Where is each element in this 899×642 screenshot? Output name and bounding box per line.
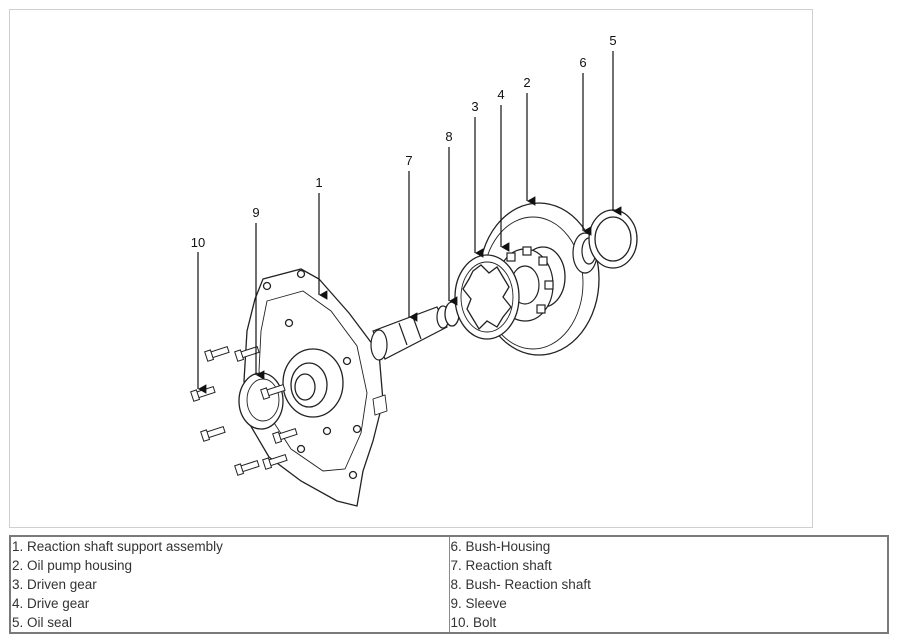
callout-7: 7 xyxy=(405,153,412,168)
callout-2: 2 xyxy=(523,75,530,90)
leader-lines xyxy=(197,51,622,394)
callout-5: 5 xyxy=(609,33,616,48)
legend-column-left: 1. Reaction shaft support assembly 2. Oi… xyxy=(9,535,450,634)
bolt xyxy=(190,385,216,402)
bolt xyxy=(204,345,230,362)
callout-3: 3 xyxy=(471,99,478,114)
callout-10: 10 xyxy=(191,235,205,250)
legend-item: 5. Oil seal xyxy=(12,615,73,630)
legend-item: 6. Bush-Housing xyxy=(450,539,551,554)
bolt xyxy=(234,345,260,362)
driven-gear xyxy=(454,254,520,340)
legend-row: 1. Reaction shaft support assembly 2. Oi… xyxy=(9,535,889,634)
legend-column-right: 6. Bush-Housing 7. Reaction shaft 8. Bus… xyxy=(448,535,889,634)
callout-6: 6 xyxy=(579,55,586,70)
bolts xyxy=(190,345,298,476)
parts-legend-table: 1. Reaction shaft support assembly 2. Oi… xyxy=(9,535,889,634)
bolt xyxy=(272,427,298,444)
bolt xyxy=(262,453,288,470)
legend-item: 4. Drive gear xyxy=(12,596,90,611)
callout-8: 8 xyxy=(445,129,452,144)
bolt xyxy=(260,383,286,400)
legend-item: 8. Bush- Reaction shaft xyxy=(450,577,591,592)
callout-1: 1 xyxy=(315,175,322,190)
oil-seal xyxy=(588,209,638,269)
sleeve xyxy=(238,372,284,430)
legend-item: 1. Reaction shaft support assembly xyxy=(12,539,223,554)
legend-item: 10. Bolt xyxy=(450,615,497,630)
oil-pump-exploded-diagram: 1 2 3 4 5 6 7 8 9 10 xyxy=(190,33,638,507)
legend-item: 9. Sleeve xyxy=(450,596,507,611)
legend-item: 2. Oil pump housing xyxy=(12,558,133,573)
callout-9: 9 xyxy=(252,205,259,220)
legend-item: 7. Reaction shaft xyxy=(450,558,552,573)
bolt xyxy=(234,459,260,476)
exploded-diagram-frame: 1 2 3 4 5 6 7 8 9 10 xyxy=(9,9,813,528)
reaction-shaft-support-plate xyxy=(243,268,388,507)
bolt xyxy=(200,425,226,442)
callout-4: 4 xyxy=(497,87,504,102)
legend-item: 3. Driven gear xyxy=(12,577,97,592)
reaction-shaft xyxy=(370,305,450,361)
